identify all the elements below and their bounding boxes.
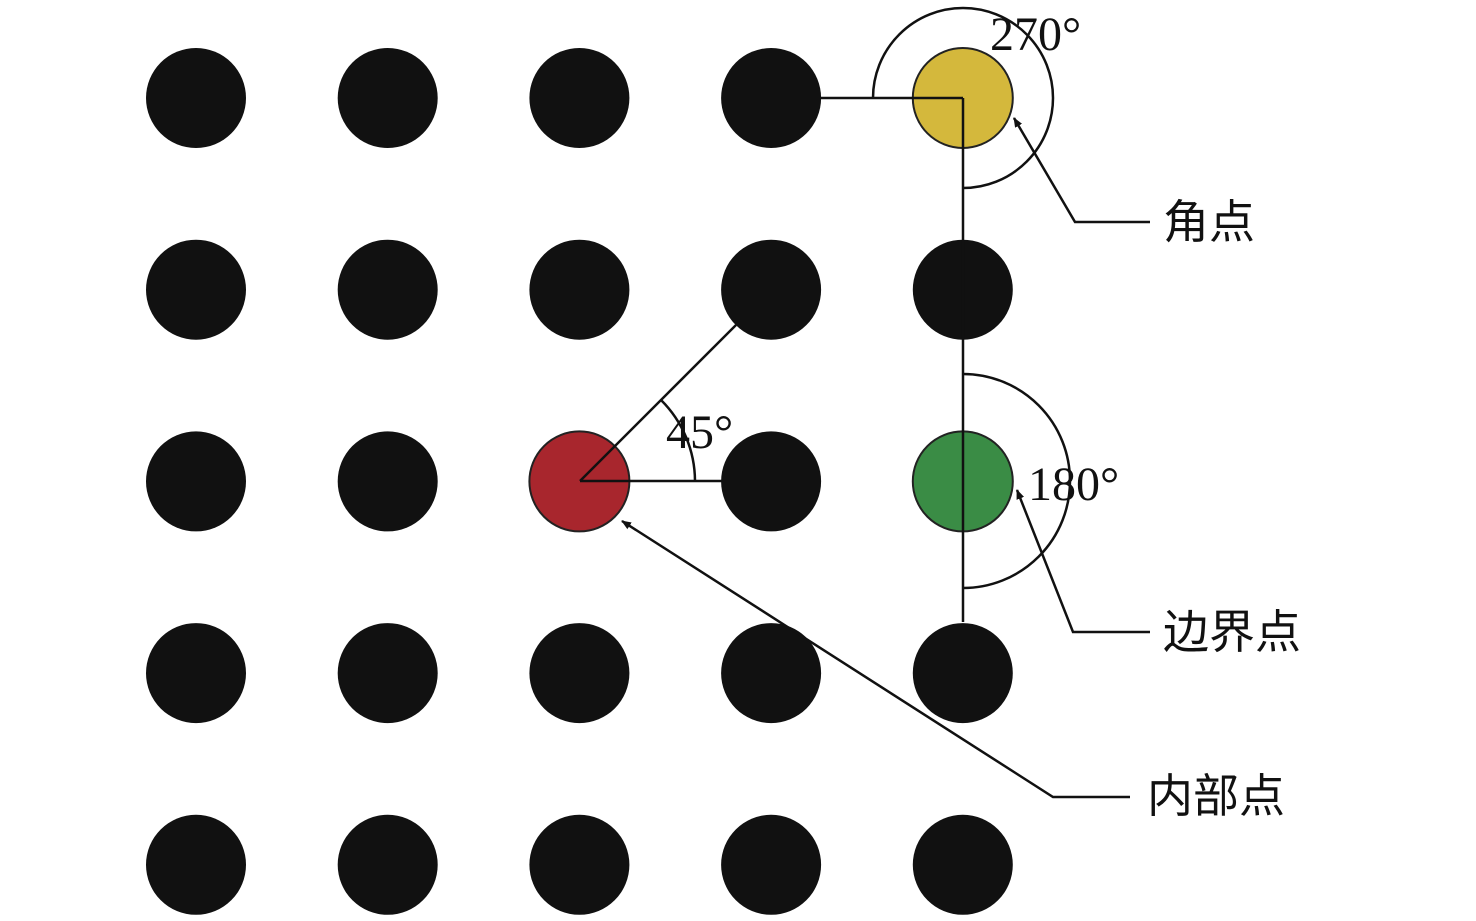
angle-arc-180	[962, 372, 1072, 590]
grid-point	[721, 623, 822, 724]
grid-point	[146, 814, 246, 915]
corner-point-label: 角点	[1163, 195, 1255, 249]
grid-point	[721, 814, 822, 915]
connector-lines	[579, 6, 1072, 622]
dot-grid	[146, 47, 1014, 915]
grid-point	[146, 48, 246, 148]
interior-point-label: 内部点	[1147, 769, 1285, 823]
boundary-leader-line	[1015, 489, 1150, 634]
grid-point	[529, 48, 630, 148]
grid-point	[337, 623, 438, 724]
grid-point	[721, 431, 822, 532]
grid-point	[912, 814, 1013, 915]
grid-point	[721, 48, 822, 148]
grid-point	[529, 814, 630, 915]
interior-diagonal-line	[579, 324, 737, 482]
angle-label-180: 180°	[1028, 458, 1119, 511]
grid-point	[912, 623, 1013, 724]
grid-point	[529, 239, 630, 340]
boundary-point-label: 边界点	[1163, 605, 1301, 659]
grid-point	[337, 431, 438, 532]
grid-point	[337, 239, 438, 340]
corner-leader-line	[1012, 117, 1150, 224]
grid-point	[146, 623, 246, 724]
interior-leader-line	[621, 519, 1130, 799]
grid-point	[529, 623, 630, 724]
angle-arc-270	[871, 6, 1055, 190]
grid-point	[146, 431, 246, 532]
angle-label-270: 270°	[990, 8, 1081, 61]
grid-point	[146, 239, 246, 340]
angle-arc-45	[660, 399, 697, 482]
angle-label-45: 45°	[666, 406, 733, 459]
grid-point	[337, 48, 438, 148]
grid-point	[721, 239, 822, 340]
grid-point	[337, 814, 438, 915]
